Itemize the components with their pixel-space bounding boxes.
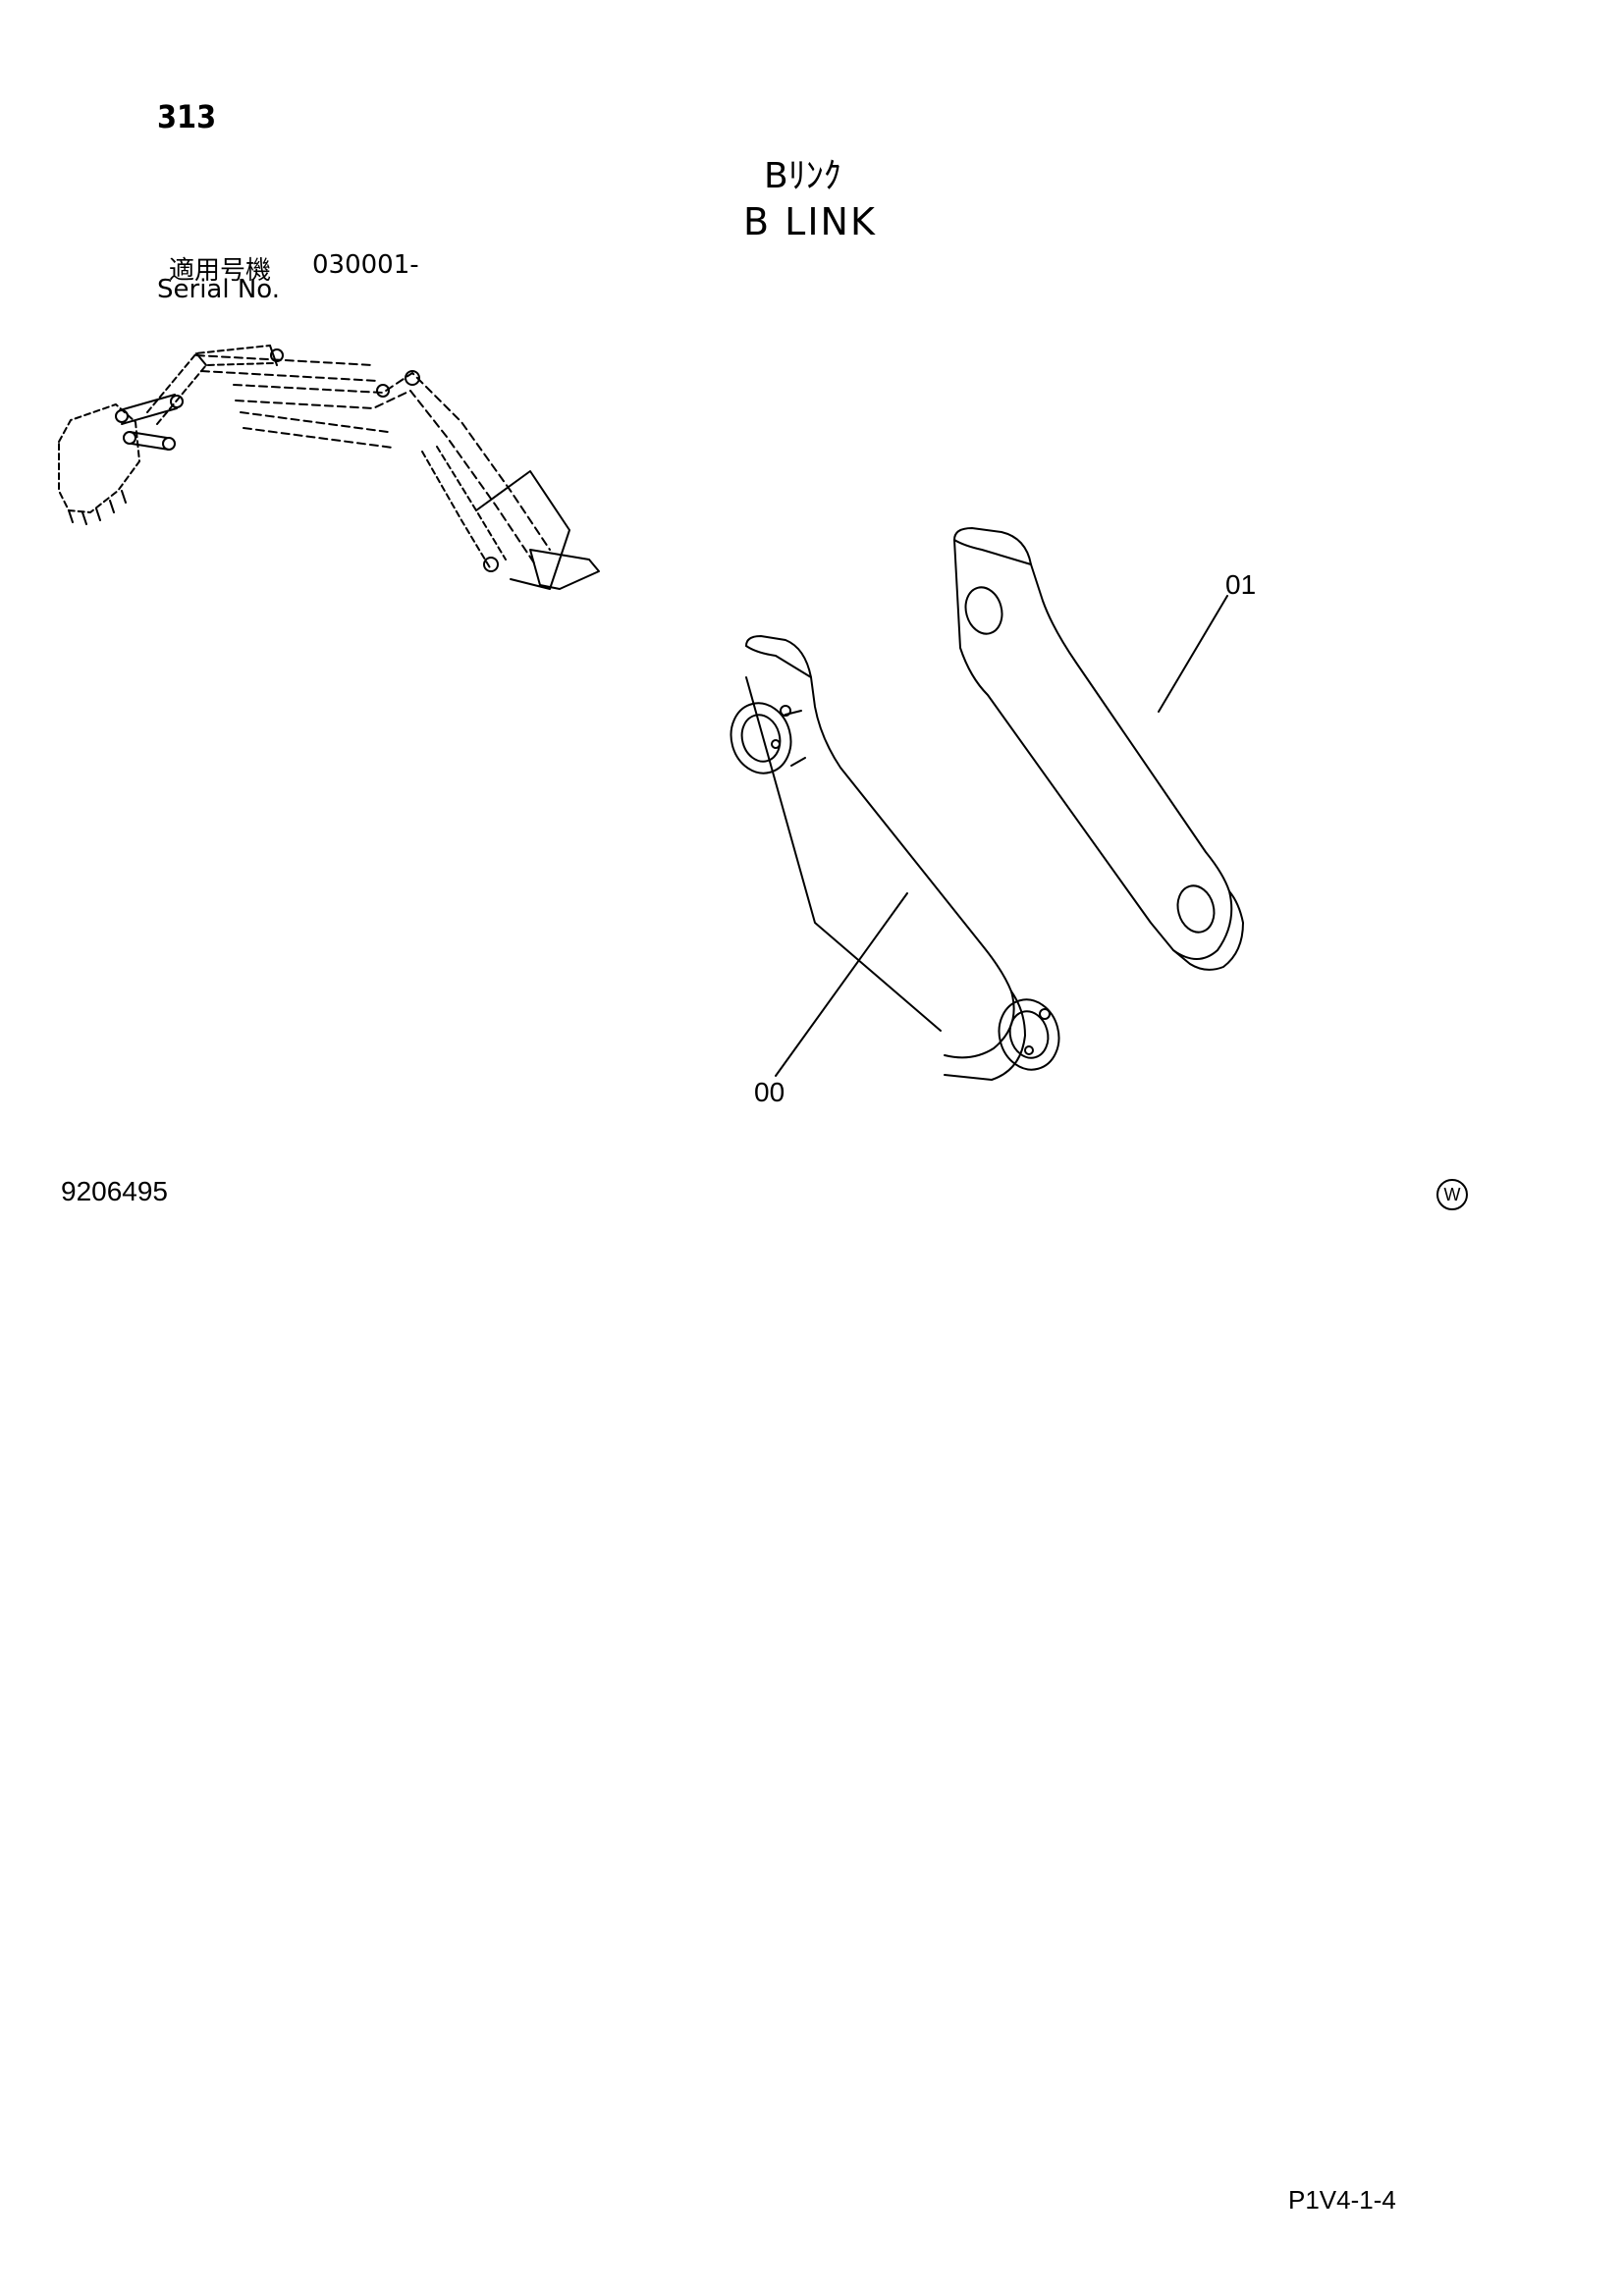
serial-label-english: Serial No. <box>157 275 280 304</box>
serial-label-japanese: 適用号機 <box>169 256 272 286</box>
leader-line-00 <box>775 892 908 1077</box>
excavator-front-attachment-icon <box>58 345 600 590</box>
serial-number: 030001- <box>312 250 419 280</box>
page-reference: P1V4-1-4 <box>1288 2185 1396 2215</box>
part-label-01: 01 <box>1225 569 1257 600</box>
part-label-00: 00 <box>754 1077 785 1107</box>
page-number: 313 <box>157 98 217 135</box>
circled-w-icon: W <box>1436 1179 1468 1210</box>
document-code: 9206495 <box>61 1176 169 1206</box>
leader-line-01 <box>1158 595 1228 713</box>
part-01-drawing <box>953 527 1244 971</box>
title-english: B LINK <box>743 200 877 243</box>
title-japanese: Bﾘﾝｸ <box>764 156 841 196</box>
part-00-drawing <box>730 635 1060 1081</box>
